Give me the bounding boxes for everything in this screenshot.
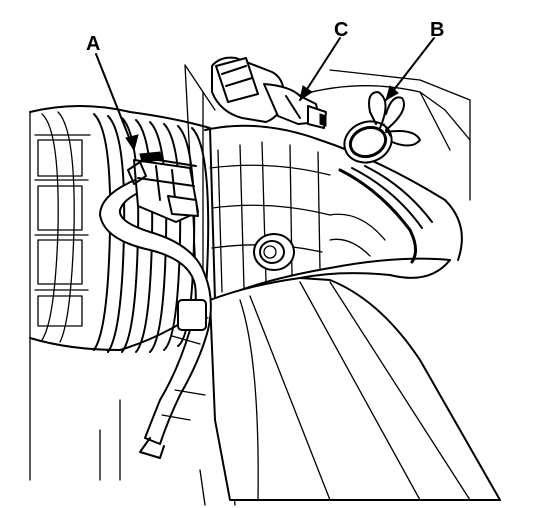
leader-a	[95, 53, 135, 151]
callout-leaders	[95, 37, 435, 152]
sensor	[211, 56, 327, 129]
lower-cover	[209, 259, 501, 501]
connector	[127, 151, 199, 223]
callout-a-label: A	[86, 33, 100, 55]
callout-c-label: C	[334, 19, 348, 41]
callout-b-label: B	[430, 19, 444, 41]
wire-harness	[99, 179, 212, 459]
hose-clamp	[343, 91, 421, 164]
